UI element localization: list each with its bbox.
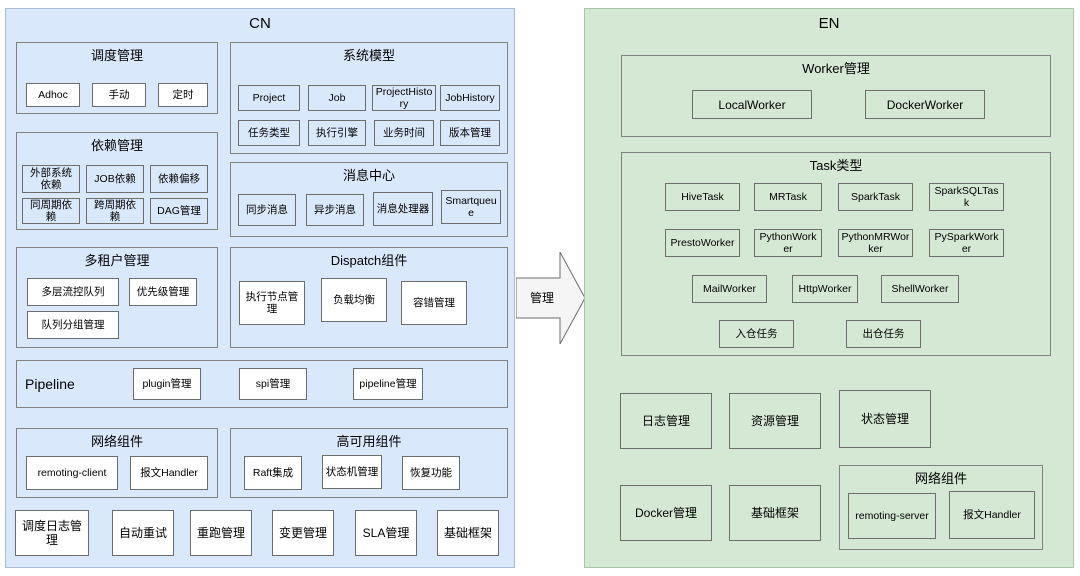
leaf-inbound-task[interactable]: 入仓任务	[719, 320, 794, 348]
leaf-spark-sql-task[interactable]: SparkSQLTask	[929, 183, 1004, 211]
leaf-local-worker[interactable]: LocalWorker	[692, 90, 812, 119]
leaf-en-base-framework[interactable]: 基础框架	[729, 485, 821, 541]
leaf-mail-worker[interactable]: MailWorker	[692, 275, 767, 303]
leaf-business-time[interactable]: 业务时间	[374, 120, 434, 146]
leaf-external-system-dependency[interactable]: 外部系统依赖	[22, 165, 80, 193]
leaf-sync-message[interactable]: 同步消息	[238, 194, 296, 226]
leaf-schedule-log-mgmt[interactable]: 调度日志管理	[15, 510, 89, 556]
group-ha-component-title: 高可用组件	[336, 434, 402, 449]
leaf-project[interactable]: Project	[238, 85, 300, 111]
leaf-same-cycle-dependency[interactable]: 同周期依赖	[22, 198, 80, 224]
leaf-python-mr-worker[interactable]: PythonMRWorker	[838, 229, 913, 257]
group-worker-mgmt-title: Worker管理	[802, 61, 870, 76]
leaf-exec-node-mgmt[interactable]: 执行节点管理	[239, 281, 305, 325]
group-dependency-mgmt-title: 依赖管理	[90, 138, 143, 153]
leaf-docker-worker[interactable]: DockerWorker	[865, 90, 985, 119]
leaf-async-message[interactable]: 异步消息	[306, 194, 364, 226]
leaf-dependency-offset[interactable]: 依赖偏移	[150, 165, 208, 193]
leaf-timed[interactable]: 定时	[158, 83, 208, 107]
leaf-fault-tolerance-mgmt[interactable]: 容错管理	[401, 281, 467, 325]
leaf-resource-mgmt[interactable]: 资源管理	[729, 393, 821, 449]
group-message-center-title: 消息中心	[342, 168, 395, 183]
group-dispatch-component-title: Dispatch组件	[330, 253, 408, 268]
leaf-job[interactable]: Job	[308, 85, 366, 111]
group-worker-mgmt: Worker管理	[621, 55, 1051, 137]
leaf-shell-worker[interactable]: ShellWorker	[881, 275, 959, 303]
group-schedule-mgmt-title: 调度管理	[90, 48, 143, 63]
leaf-job-dependency[interactable]: JOB依赖	[86, 165, 144, 193]
leaf-version-mgmt[interactable]: 版本管理	[440, 120, 500, 146]
leaf-project-history[interactable]: ProjectHistory	[372, 85, 436, 111]
leaf-state-machine-mgmt[interactable]: 状态机管理	[322, 455, 382, 489]
leaf-pyspark-worker[interactable]: PySparkWorker	[929, 229, 1004, 257]
leaf-smartqueue[interactable]: Smartqueue	[441, 190, 501, 224]
leaf-spi-mgmt[interactable]: spi管理	[239, 368, 307, 400]
leaf-http-worker[interactable]: HttpWorker	[792, 275, 858, 303]
leaf-spark-task[interactable]: SparkTask	[838, 183, 913, 211]
leaf-queue-group-mgmt[interactable]: 队列分组管理	[27, 311, 119, 339]
leaf-multi-layer-flow-queue[interactable]: 多层流控队列	[27, 278, 119, 306]
leaf-presto-worker[interactable]: PrestoWorker	[665, 229, 740, 257]
leaf-log-mgmt[interactable]: 日志管理	[620, 393, 712, 449]
group-system-model-title: 系统模型	[342, 48, 395, 63]
group-cn-network-component-title: 网络组件	[90, 434, 143, 449]
leaf-task-type[interactable]: 任务类型	[238, 120, 300, 146]
leaf-auto-retry[interactable]: 自动重试	[112, 510, 174, 556]
leaf-recovery-function[interactable]: 恢复功能	[402, 456, 460, 490]
leaf-remoting-server[interactable]: remoting-server	[848, 493, 936, 539]
group-multi-tenant-mgmt-title: 多租户管理	[84, 253, 150, 268]
leaf-status-mgmt[interactable]: 状态管理	[839, 390, 931, 448]
leaf-hive-task[interactable]: HiveTask	[665, 183, 740, 211]
leaf-plugin-mgmt[interactable]: plugin管理	[133, 368, 201, 400]
group-en-network-component-title: 网络组件	[914, 471, 967, 486]
leaf-change-mgmt[interactable]: 变更管理	[272, 510, 334, 556]
leaf-raft-integration[interactable]: Raft集成	[244, 456, 302, 490]
cn-panel-title: CN	[249, 15, 271, 32]
leaf-sla-mgmt[interactable]: SLA管理	[355, 510, 417, 556]
management-arrow: 管理	[516, 252, 586, 344]
leaf-load-balance[interactable]: 负载均衡	[321, 278, 387, 322]
leaf-message-processor[interactable]: 消息处理器	[373, 192, 433, 226]
leaf-manual[interactable]: 手动	[92, 83, 146, 107]
leaf-mr-task[interactable]: MRTask	[754, 183, 822, 211]
leaf-outbound-task[interactable]: 出仓任务	[846, 320, 921, 348]
en-panel-title: EN	[818, 15, 840, 32]
leaf-job-history[interactable]: JobHistory	[440, 85, 500, 111]
leaf-dag-mgmt[interactable]: DAG管理	[150, 198, 208, 224]
leaf-cn-base-framework[interactable]: 基础框架	[437, 510, 499, 556]
leaf-remoting-client[interactable]: remoting-client	[26, 456, 118, 490]
leaf-priority-mgmt[interactable]: 优先级管理	[129, 278, 197, 306]
group-task-types-title: Task类型	[809, 158, 863, 173]
group-pipeline-title: Pipeline	[25, 376, 75, 392]
leaf-adhoc[interactable]: Adhoc	[26, 83, 80, 107]
leaf-docker-mgmt[interactable]: Docker管理	[620, 485, 712, 541]
leaf-cn-packet-handler[interactable]: 报文Handler	[130, 456, 208, 490]
leaf-pipeline-mgmt[interactable]: pipeline管理	[353, 368, 423, 400]
leaf-exec-engine[interactable]: 执行引擎	[308, 120, 366, 146]
leaf-rerun-mgmt[interactable]: 重跑管理	[190, 510, 252, 556]
leaf-python-worker[interactable]: PythonWorker	[754, 229, 822, 257]
leaf-en-packet-handler[interactable]: 报文Handler	[949, 491, 1035, 539]
leaf-cross-cycle-dependency[interactable]: 跨周期依赖	[86, 198, 144, 224]
